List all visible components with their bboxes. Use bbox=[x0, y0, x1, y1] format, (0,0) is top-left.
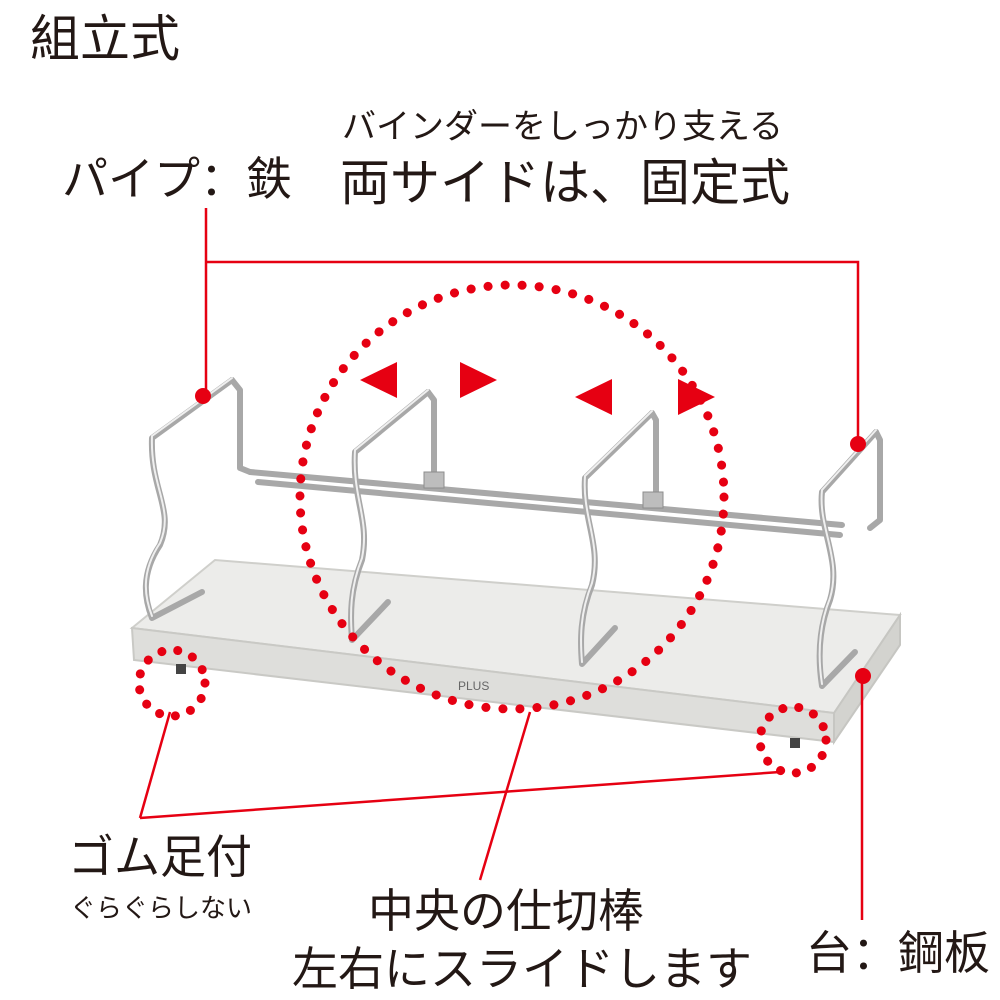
callout-slides: 左右にスライドします bbox=[292, 942, 752, 996]
page-title: 組立式 bbox=[30, 10, 180, 68]
arrow-left-icon bbox=[360, 362, 397, 398]
callout-base: 台：鋼板 bbox=[806, 926, 990, 980]
rail-clamp bbox=[423, 471, 445, 489]
arrow-right-icon bbox=[460, 362, 497, 398]
callout-rubber-feet: ゴム足付 bbox=[68, 830, 252, 884]
rubber-foot-highlight-left bbox=[134, 645, 210, 721]
callout-center-divider: 中央の仕切棒 bbox=[368, 884, 644, 938]
callout-lines bbox=[138, 208, 864, 920]
callout-dots bbox=[195, 388, 871, 684]
callout-binder: バインダーをしっかり支える bbox=[342, 107, 783, 147]
callout-sides-fixed: 両サイドは、固定式 bbox=[340, 154, 790, 212]
callout-rubber-note: ぐらぐらしない bbox=[70, 894, 253, 924]
rubber-foot bbox=[176, 664, 186, 674]
rubber-foot-highlight-right bbox=[755, 702, 831, 778]
callout-pipe: パイプ：鉄 bbox=[62, 152, 292, 206]
base-plate: PLUS bbox=[129, 558, 902, 746]
rail-clamp bbox=[642, 491, 664, 509]
wire-highlight bbox=[144, 377, 877, 685]
rubber-foot bbox=[790, 738, 800, 748]
center-divider-highlight bbox=[295, 280, 729, 714]
dotted-highlight-circles bbox=[134, 280, 831, 778]
brand-mark: PLUS bbox=[458, 679, 489, 693]
arrow-right-icon bbox=[678, 379, 715, 415]
arrow-left-icon bbox=[575, 379, 612, 415]
